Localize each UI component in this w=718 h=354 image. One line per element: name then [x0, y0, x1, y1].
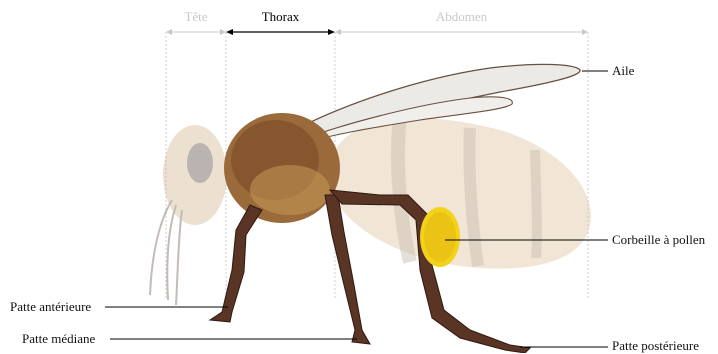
label-wing: Aile [612, 63, 634, 79]
label-pollen-basket: Corbeille à pollen [612, 232, 705, 248]
label-front-leg: Patte antérieure [10, 299, 91, 315]
section-thorax-label: Thorax [226, 9, 335, 25]
label-hind-leg: Patte postérieure [612, 338, 699, 354]
label-middle-leg: Patte médiane [22, 331, 95, 347]
section-abdomen-label: Abdomen [335, 9, 588, 25]
section-head-label: Tête [166, 9, 226, 25]
abdomen-shape [335, 118, 591, 269]
pollen-basket-shape [420, 207, 460, 267]
thorax-shape [224, 113, 340, 223]
head-shape [150, 125, 227, 305]
section-arrows [166, 29, 588, 35]
